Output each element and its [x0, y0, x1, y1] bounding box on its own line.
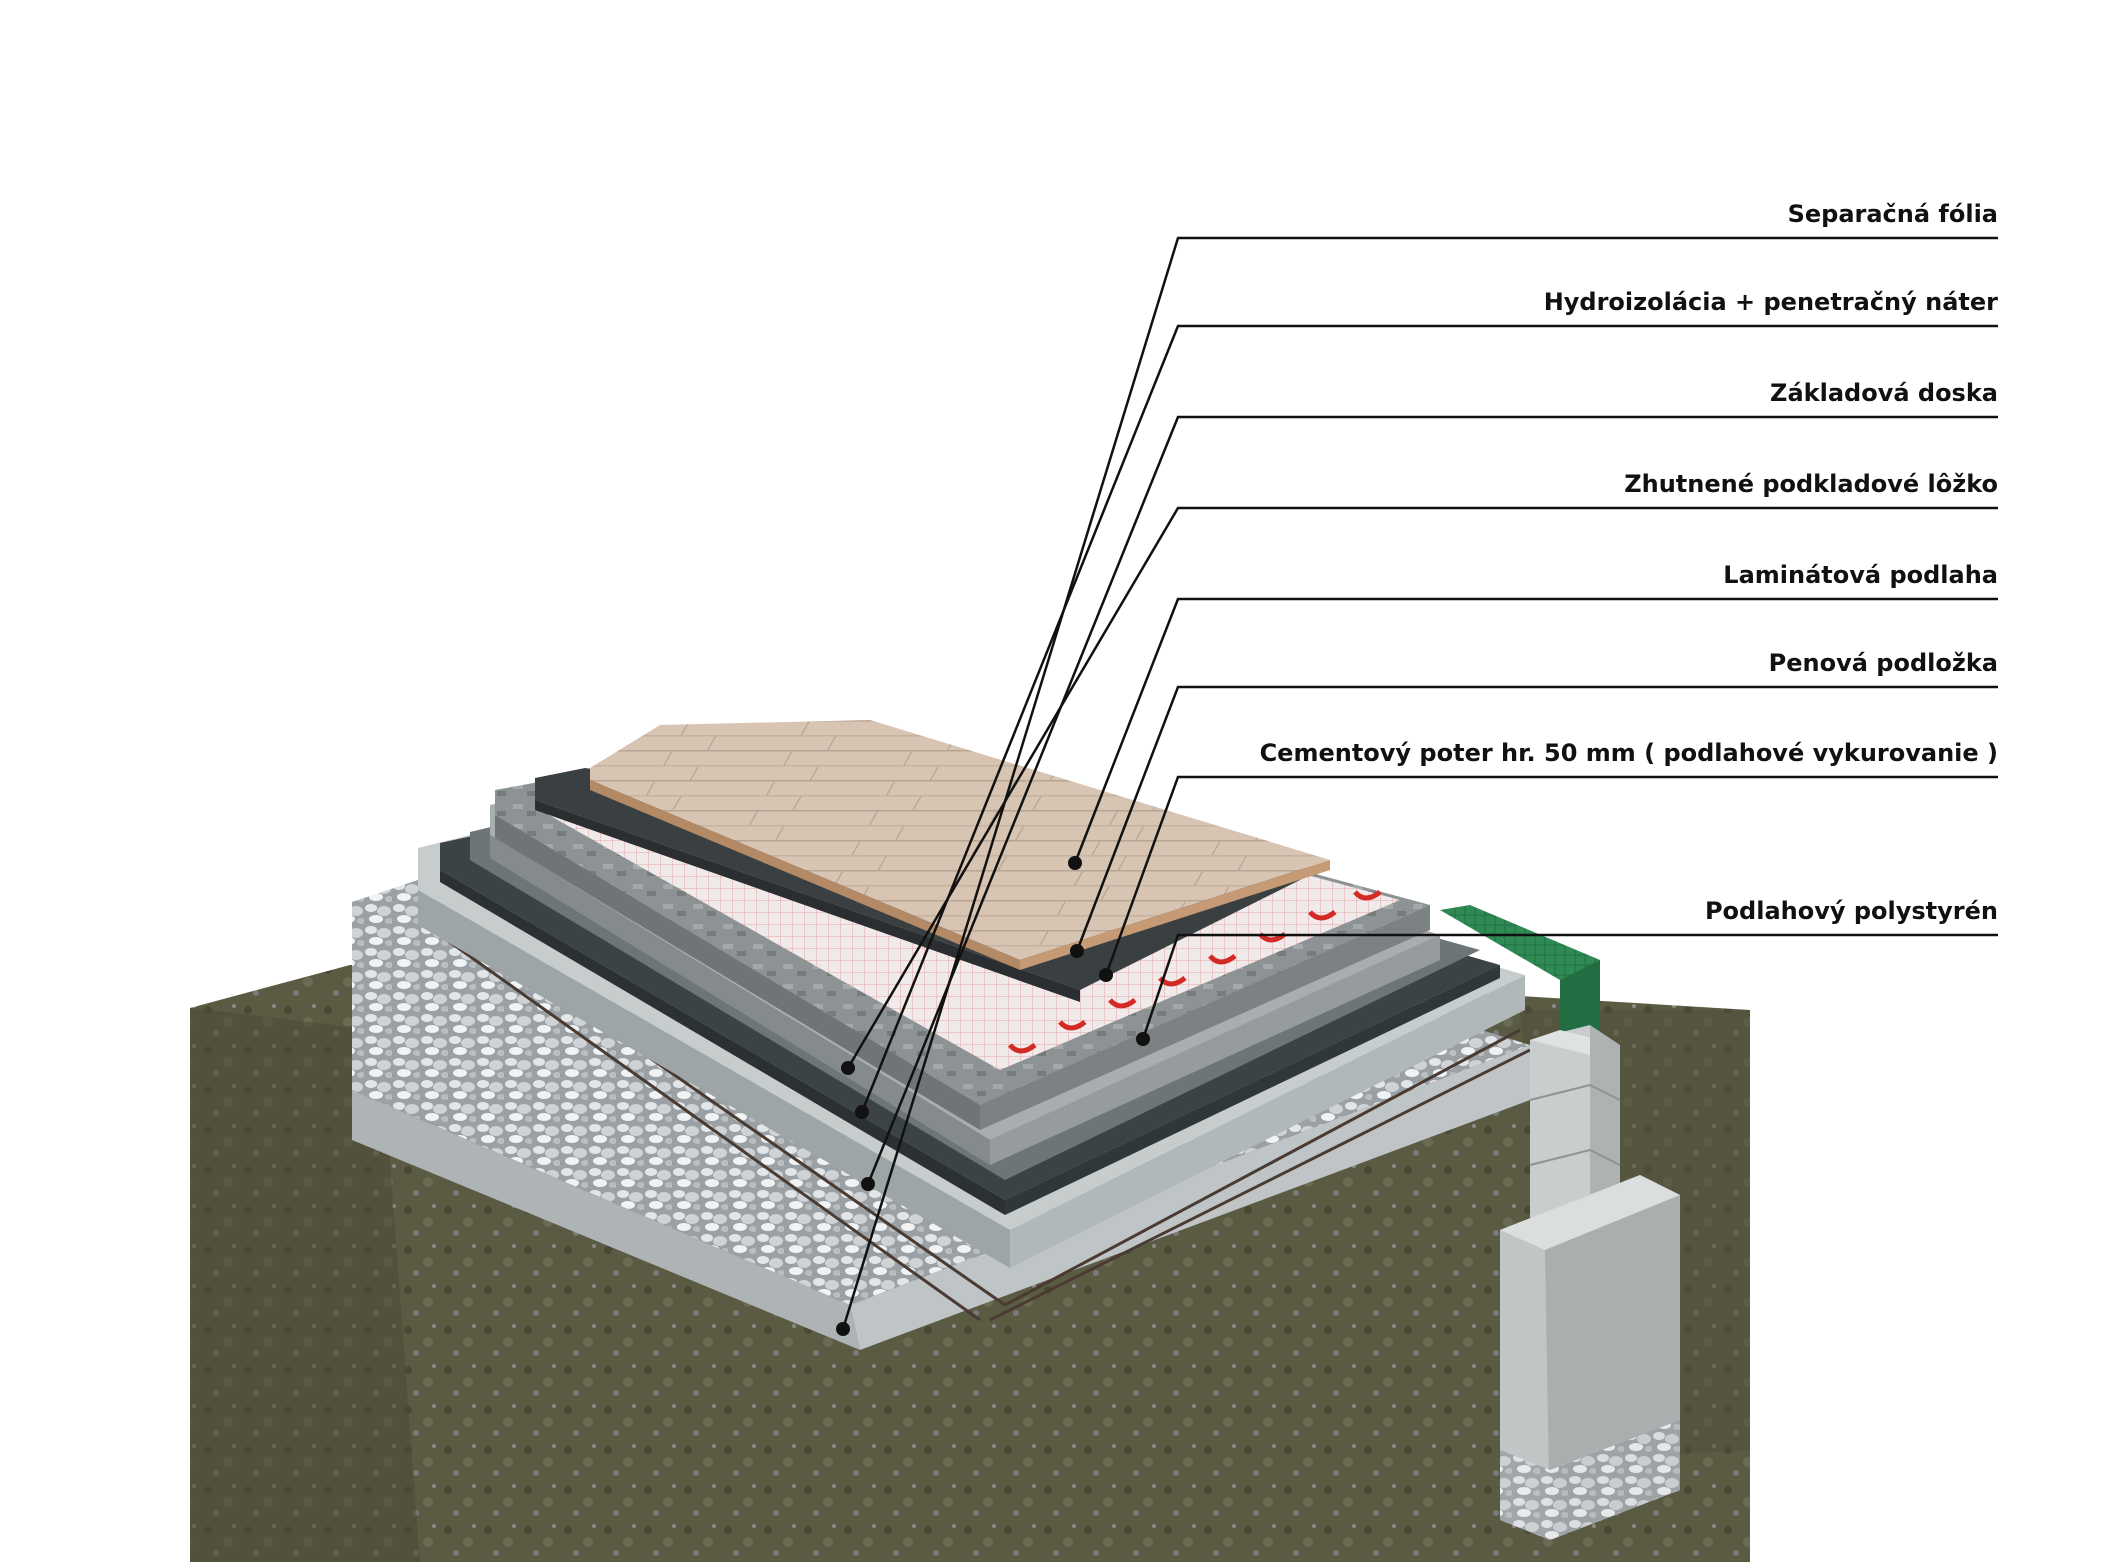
- callout-label: Podlahový polystyrén: [1705, 897, 1998, 925]
- masonry-wall: [1529, 1025, 1621, 1235]
- callout-line: [1073, 597, 1998, 864]
- callout-label: Cementový poter hr. 50 mm ( podlahové vy…: [1260, 739, 1998, 767]
- callout-dot: [1136, 1032, 1150, 1046]
- callout-line: [1075, 685, 1998, 952]
- callout-3: Základová doska: [861, 379, 1998, 1191]
- callout-7: Cementový poter hr. 50 mm ( podlahové vy…: [1099, 739, 1998, 982]
- callout-line: [866, 415, 1998, 1185]
- callout-line: [1104, 775, 1998, 976]
- callout-dot: [1099, 968, 1113, 982]
- callout-line: [1141, 933, 1998, 1040]
- callout-dot: [861, 1177, 875, 1191]
- callout-line: [860, 324, 1998, 1113]
- edge-insulation-strip: [1440, 905, 1600, 1035]
- callout-label: Hydroizolácia + penetračný náter: [1544, 288, 1998, 316]
- callout-dot: [1070, 944, 1084, 958]
- callout-dot: [836, 1322, 850, 1336]
- callout-dot: [1068, 856, 1082, 870]
- callout-2: Hydroizolácia + penetračný náter: [855, 288, 1998, 1119]
- callout-dot: [841, 1061, 855, 1075]
- callout-line: [846, 506, 1998, 1069]
- callout-label: Základová doska: [1770, 379, 1998, 407]
- callout-4: Zhutnené podkladové lôžko: [841, 470, 1998, 1075]
- callout-1: Separačná fólia: [836, 200, 1998, 1336]
- callout-8: Podlahový polystyrén: [1136, 897, 1998, 1046]
- callout-label: Zhutnené podkladové lôžko: [1624, 470, 1998, 498]
- callout-label: Separačná fólia: [1788, 200, 1998, 228]
- strip-footing: [1500, 1175, 1680, 1540]
- laminate-floor: [590, 720, 1330, 970]
- callout-6: Penová podložka: [1070, 649, 1998, 958]
- callout-line: [841, 236, 1998, 1330]
- callout-dot: [855, 1105, 869, 1119]
- callout-label: Penová podložka: [1769, 649, 1998, 677]
- callout-label: Laminátová podlaha: [1723, 561, 1998, 589]
- callout-5: Laminátová podlaha: [1068, 561, 1998, 870]
